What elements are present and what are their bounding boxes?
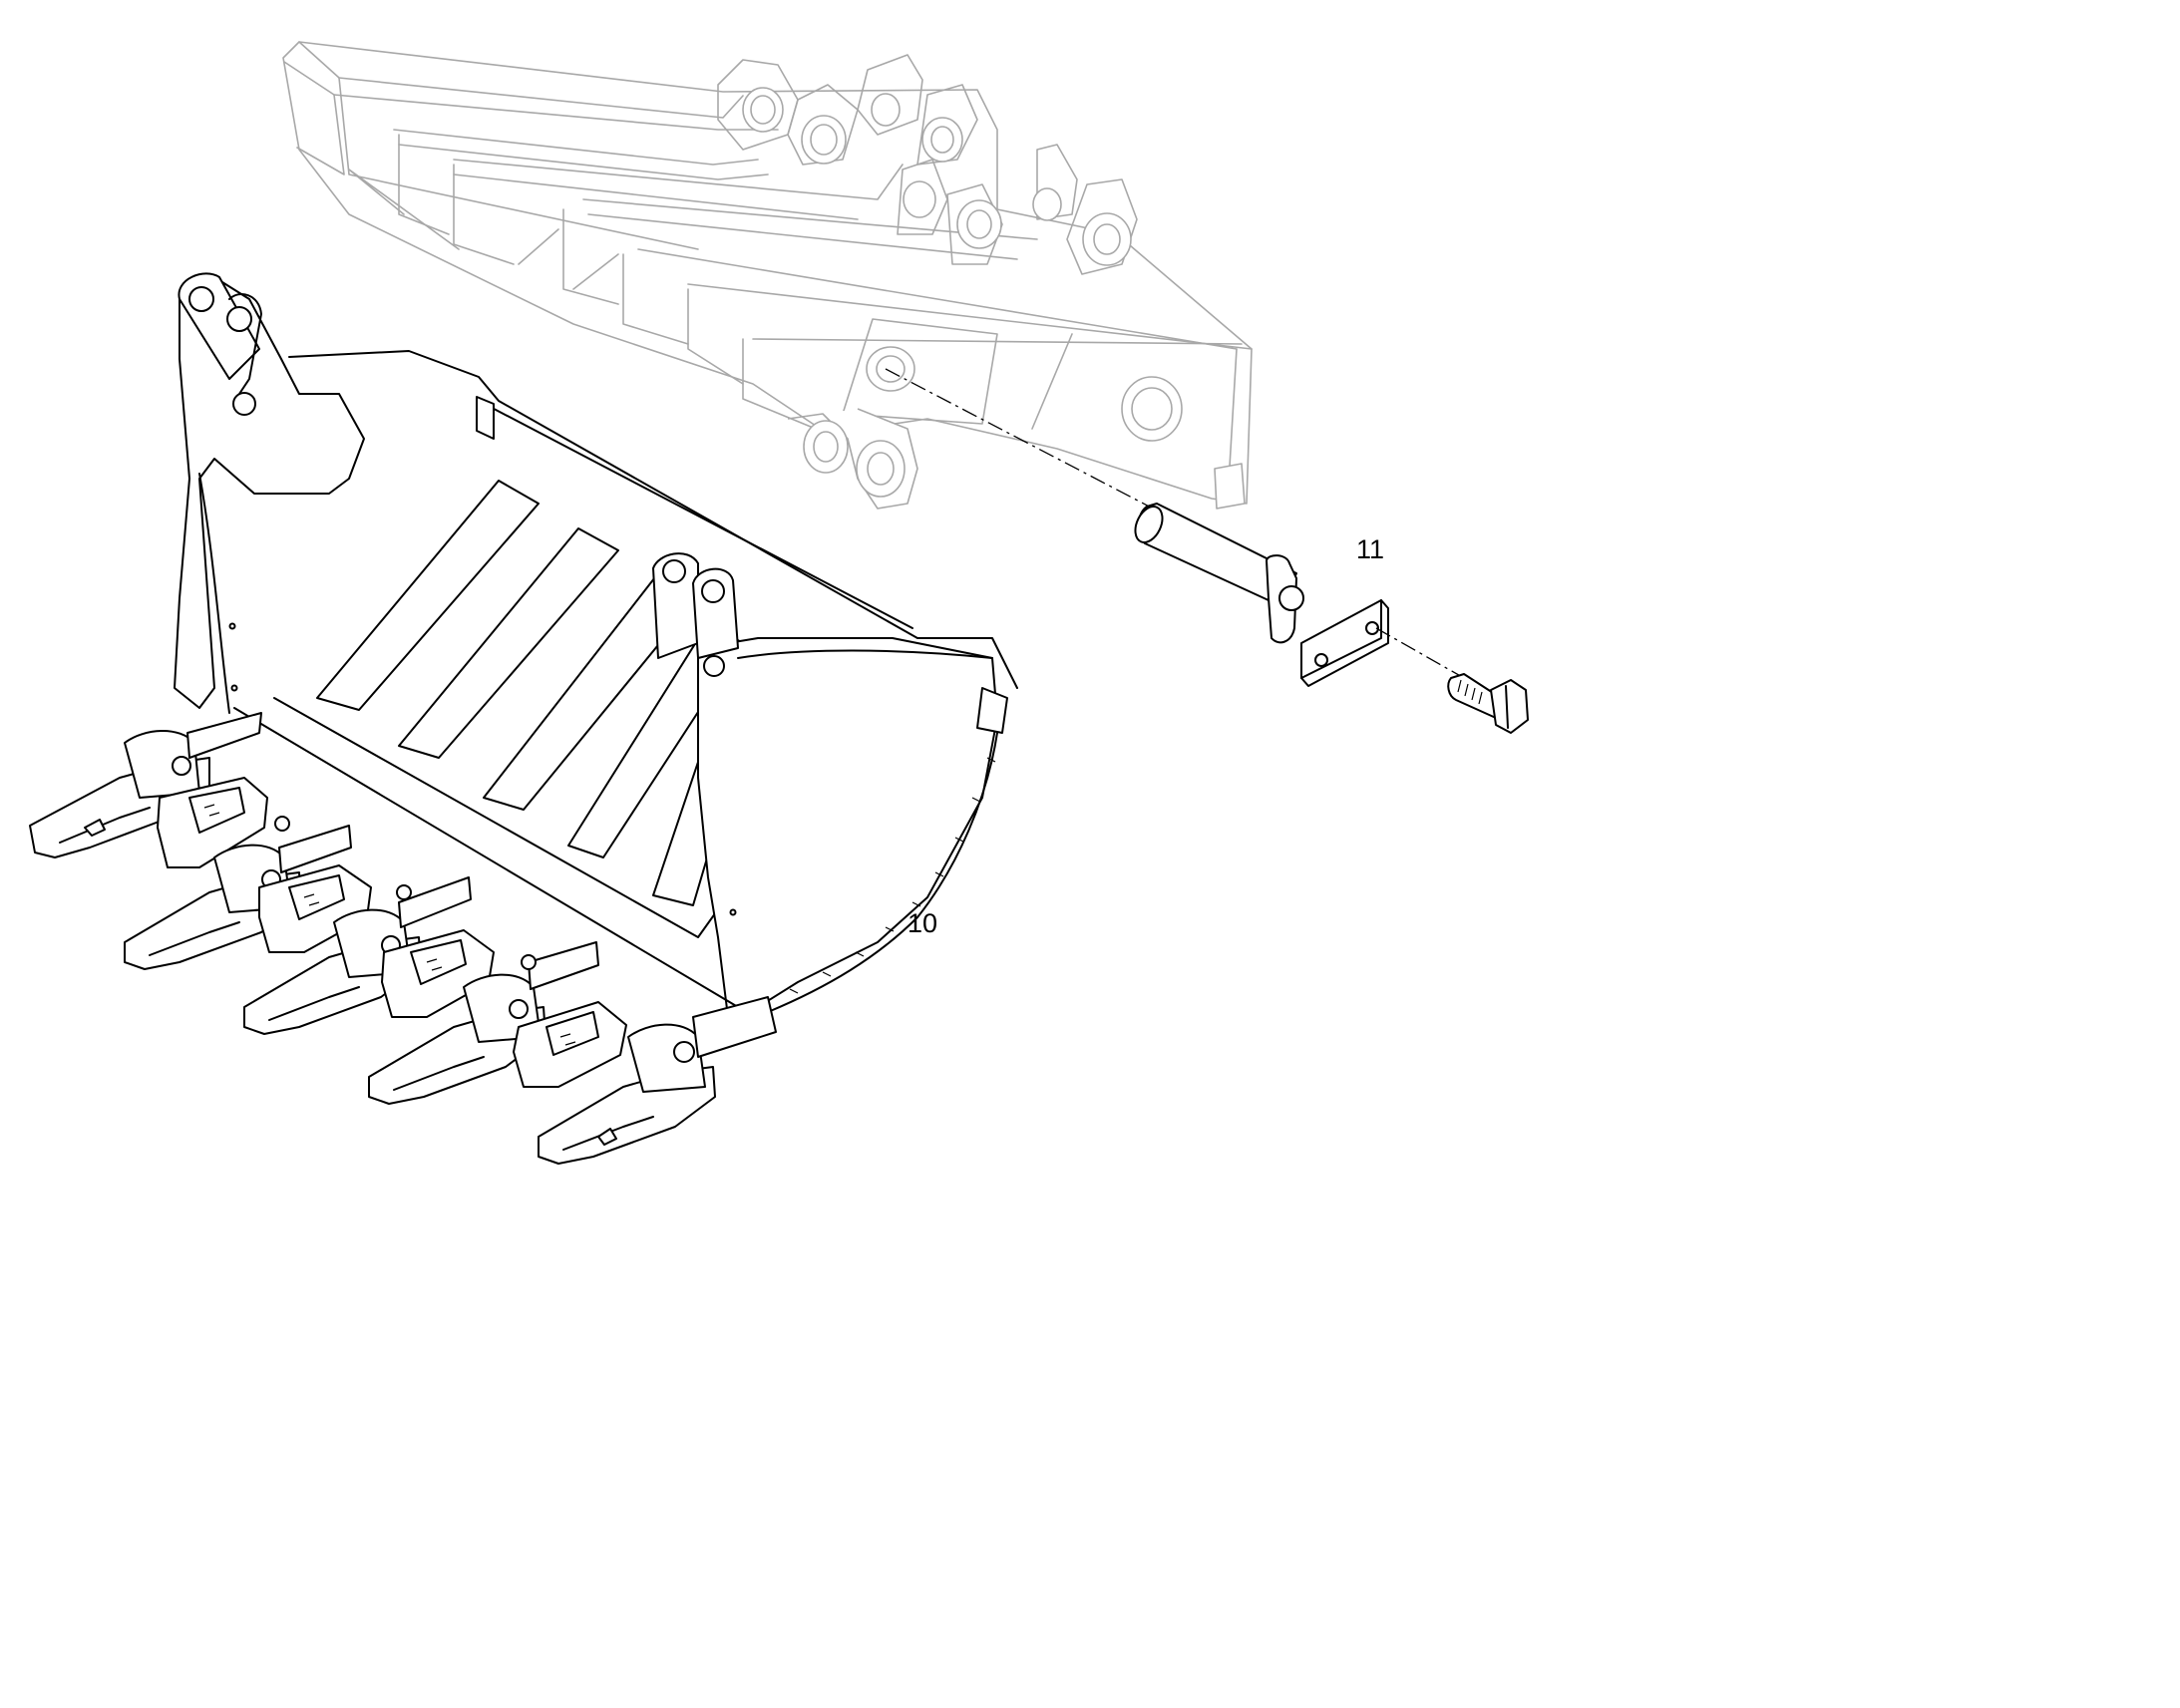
tooth-2 xyxy=(124,816,352,970)
pin-with-flange xyxy=(1134,503,1304,644)
bucket-teeth xyxy=(29,712,777,1165)
bucket-with-teeth xyxy=(174,272,1018,1018)
pin-assembly xyxy=(885,368,1529,734)
callout-10: 10 xyxy=(908,908,937,938)
lock-plate xyxy=(1300,599,1389,687)
adapter-4 xyxy=(513,1001,627,1088)
callout-11: 11 xyxy=(1356,534,1384,564)
hex-bolt xyxy=(1447,673,1529,734)
quick-coupler-frame xyxy=(282,41,1253,510)
tooth-5 xyxy=(538,996,777,1165)
parts-diagram: 11 10 xyxy=(29,41,1529,1165)
tooth-1 xyxy=(29,712,262,858)
adapter-3 xyxy=(381,929,495,1018)
